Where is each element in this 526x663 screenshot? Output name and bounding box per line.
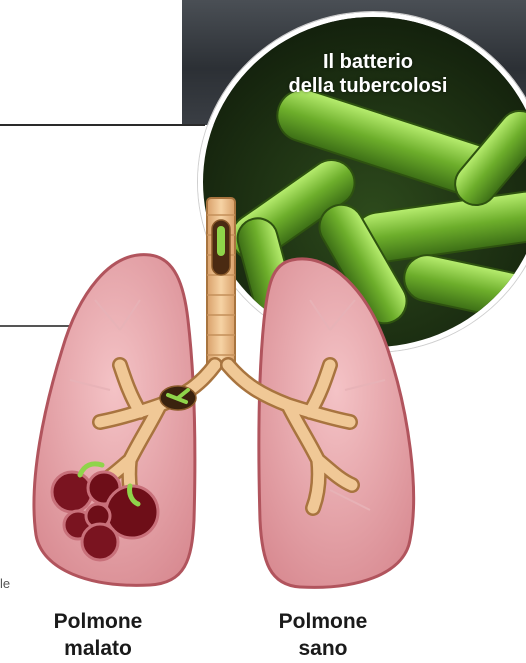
diseased-label-line2: malato bbox=[38, 635, 158, 662]
diseased-lung-label: Polmone malato bbox=[38, 608, 158, 662]
bacterium-title: Il batterio della tubercolosi bbox=[268, 50, 468, 98]
lungs-illustration bbox=[0, 190, 526, 605]
healthy-label-line2: sano bbox=[268, 635, 378, 662]
divider-line-top bbox=[0, 124, 205, 126]
bacterium-title-line1: Il batterio bbox=[268, 50, 468, 74]
healthy-label-line1: Polmone bbox=[268, 608, 378, 635]
diseased-label-line1: Polmone bbox=[38, 608, 158, 635]
healthy-lung-label: Polmone sano bbox=[268, 608, 378, 662]
cropped-text-fragment: le bbox=[0, 576, 10, 591]
bacterium-title-line2: della tubercolosi bbox=[268, 74, 468, 98]
